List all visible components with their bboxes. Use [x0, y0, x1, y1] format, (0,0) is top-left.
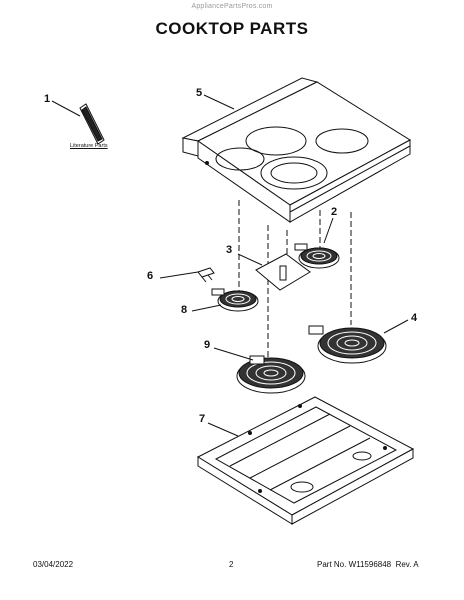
main-top-part — [196, 396, 415, 525]
cooktop-glass-part — [181, 77, 411, 223]
callout-5: 5 — [196, 87, 203, 99]
page-title: COOKTOP PARTS — [155, 19, 309, 38]
callout-8: 8 — [181, 304, 188, 316]
leader-line-6 — [159, 271, 199, 279]
callout-9: 9 — [204, 339, 211, 351]
callout-1: 1 — [44, 93, 51, 105]
surface-element-4-part — [308, 325, 387, 364]
leader-line-4 — [383, 319, 409, 334]
literature-label: Literature Parts — [70, 143, 108, 149]
leader-line-1 — [51, 100, 81, 117]
footer-part-number: Part No. W11596848 Rev. A — [317, 560, 419, 569]
callout-3: 3 — [226, 244, 233, 256]
callout-6: 6 — [147, 270, 154, 282]
limiter-part — [255, 253, 311, 291]
watermark: AppliancePartsPros.com — [191, 3, 273, 10]
clip-part — [197, 267, 215, 283]
callout-7: 7 — [199, 413, 206, 425]
leader-line-2 — [323, 217, 334, 244]
callout-2: 2 — [331, 206, 338, 218]
leader-line-3 — [237, 253, 263, 266]
footer-page-number: 2 — [229, 560, 234, 569]
surface-element-2-part — [294, 243, 340, 269]
surface-element-9-part — [236, 355, 306, 394]
callout-4: 4 — [411, 312, 418, 324]
surface-element-8-part — [211, 288, 259, 312]
footer-date: 03/04/2022 — [33, 560, 74, 569]
leader-line-8 — [191, 304, 222, 312]
leader-line-9 — [213, 347, 254, 361]
leader-line-5 — [203, 94, 235, 110]
leader-line-7 — [207, 422, 239, 437]
literature-booklet-part — [79, 103, 105, 145]
